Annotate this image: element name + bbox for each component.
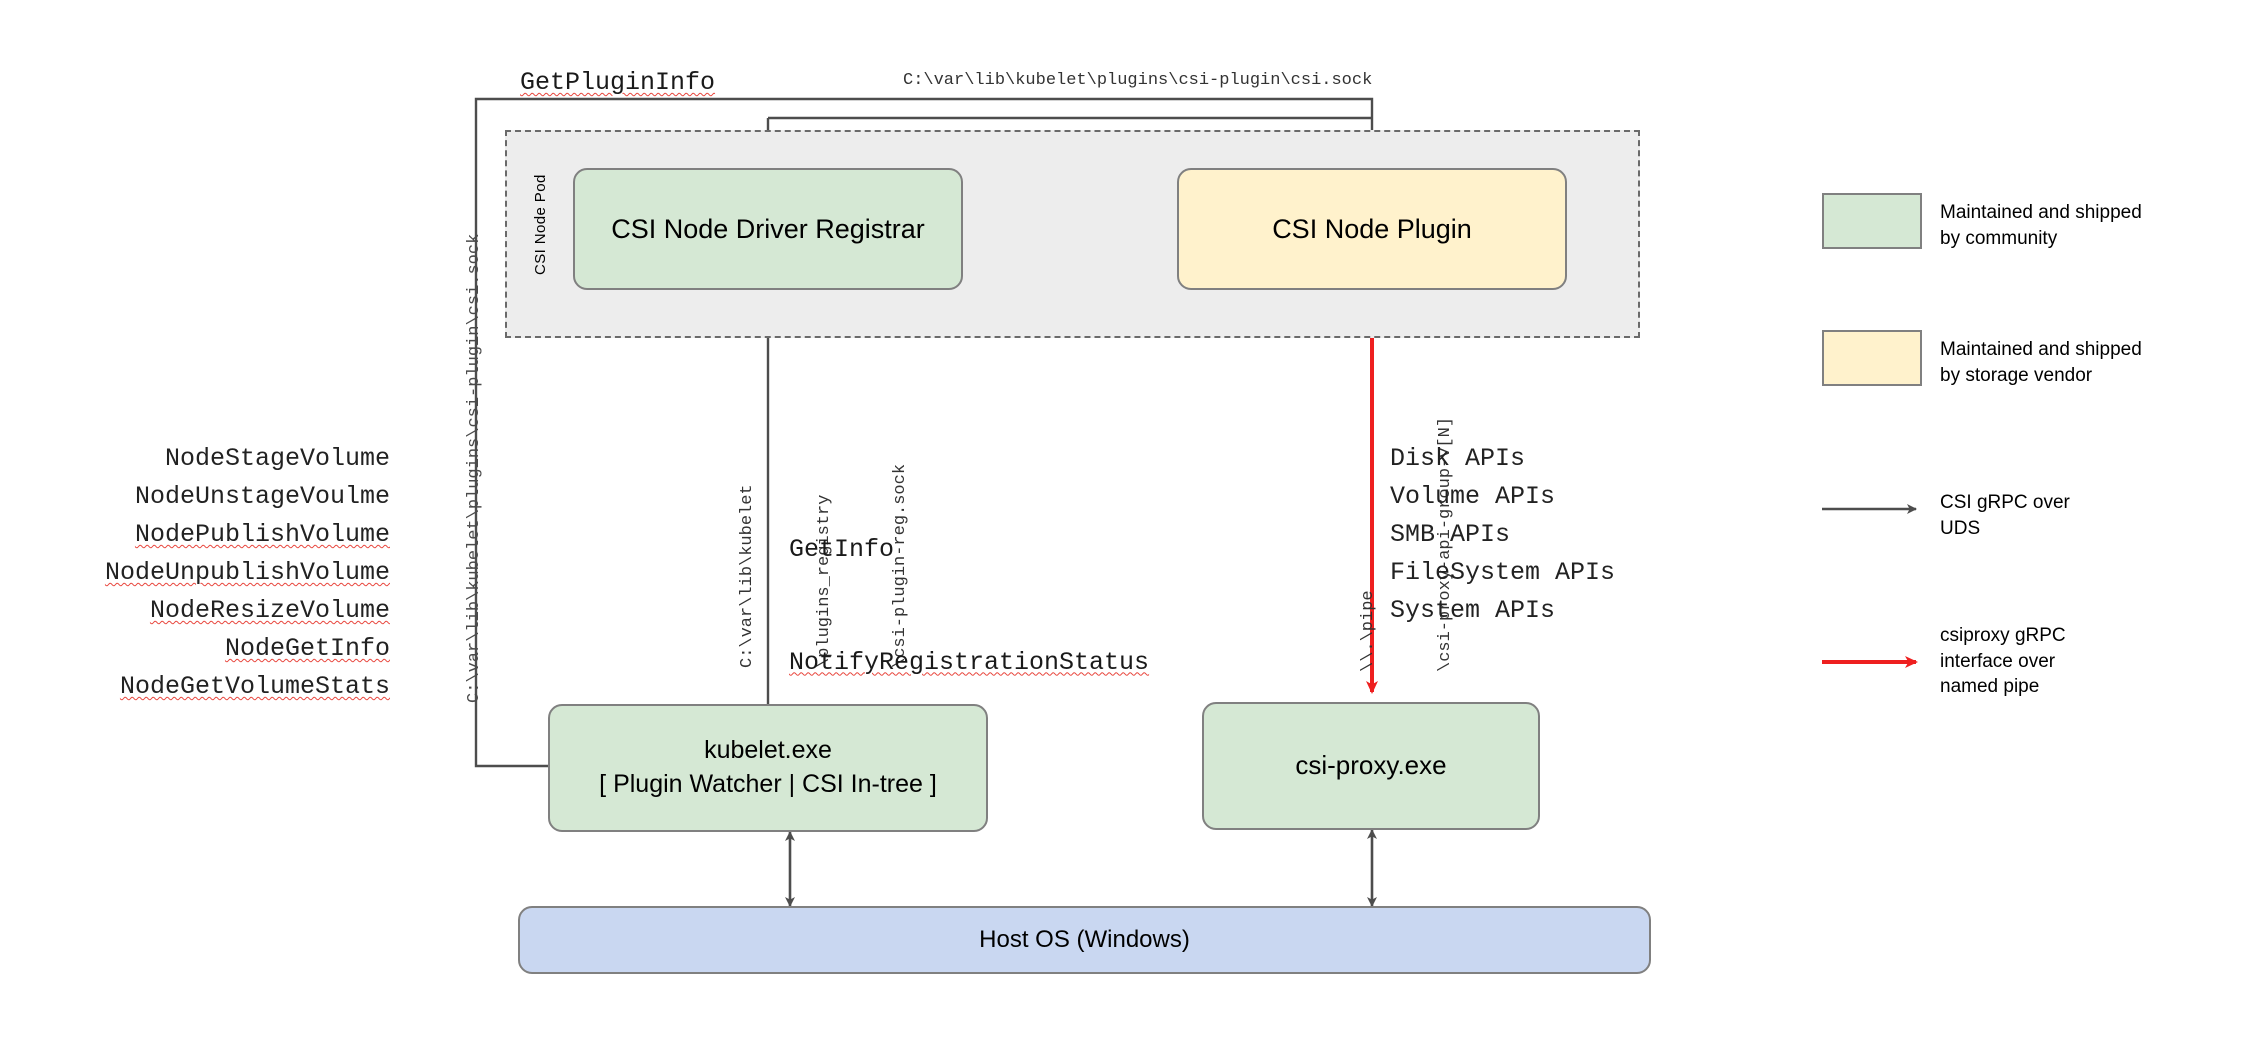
legend-label-storage-vendor-line2: by storage vendor bbox=[1940, 364, 2093, 386]
csi-node-api-item: NodeUnstageVoulme bbox=[134, 482, 390, 511]
legend-swatch-community bbox=[1822, 193, 1922, 249]
vlabel-named-pipe-line1: \\.\pipe bbox=[1359, 590, 1378, 672]
node-kubelet-exe-line2: [ Plugin Watcher | CSI In-tree ] bbox=[599, 770, 937, 798]
node-csi-node-plugin[interactable]: CSI Node Plugin bbox=[1177, 168, 1567, 290]
csi-node-api-item: NodeResizeVolume bbox=[149, 596, 390, 625]
node-csi-node-driver-registrar-label: CSI Node Driver Registrar bbox=[611, 213, 925, 244]
callout-registration-calls: GetInfo NotifyRegistrationStatus bbox=[789, 456, 1149, 756]
legend-label-csiproxy-named-pipe-line1: csiproxy gRPC bbox=[1940, 625, 2066, 646]
legend-label-csiproxy-named-pipe-line2: interface over bbox=[1940, 650, 2056, 672]
legend-label-csiproxy-named-pipe-line3: named pipe bbox=[1940, 676, 2040, 698]
legend-label-csi-grpc-uds-line1: CSI gRPC over bbox=[1940, 492, 2070, 513]
legend-label-csi-grpc-uds: CSI gRPC over UDS bbox=[1940, 490, 2070, 541]
legend-label-csi-grpc-uds-line2: UDS bbox=[1940, 517, 1981, 539]
csi-proxy-api-item: FileSystem APIs bbox=[1390, 558, 1616, 587]
callout-getplugininfo: GetPluginInfo bbox=[520, 68, 716, 97]
node-csi-proxy-exe-label: csi-proxy.exe bbox=[1295, 750, 1447, 781]
legend-label-storage-vendor: Maintained and shipped by storage vendor bbox=[1940, 337, 2142, 388]
legend-label-storage-vendor-line1: Maintained and shipped bbox=[1940, 339, 2142, 360]
csi-proxy-api-item: System APIs bbox=[1390, 596, 1556, 625]
callout-csi-sock-path: C:\var\lib\kubelet\plugins\csi-plugin\cs… bbox=[903, 71, 1373, 90]
legend-label-community-line1: Maintained and shipped bbox=[1940, 202, 2142, 223]
legend-label-community-line2: by community bbox=[1940, 227, 2058, 249]
node-csi-proxy-exe[interactable]: csi-proxy.exe bbox=[1202, 702, 1540, 830]
callout-notifyregistrationstatus: NotifyRegistrationStatus bbox=[789, 647, 1150, 677]
csi-proxy-api-item: SMB APIs bbox=[1390, 520, 1511, 549]
legend-swatch-storage-vendor bbox=[1822, 330, 1922, 386]
node-host-os-label: Host OS (Windows) bbox=[979, 925, 1190, 953]
callout-getinfo: GetInfo bbox=[789, 535, 895, 564]
csi-proxy-api-item: Volume APIs bbox=[1390, 482, 1556, 511]
csi-node-pod-label: CSI Node Pod bbox=[532, 174, 549, 275]
csi-node-api-item: NodePublishVolume bbox=[134, 520, 390, 549]
node-csi-node-driver-registrar[interactable]: CSI Node Driver Registrar bbox=[573, 168, 963, 290]
legend-label-community: Maintained and shipped by community bbox=[1940, 200, 2142, 251]
csi-proxy-api-item: Disk APIs bbox=[1390, 444, 1526, 473]
node-kubelet-exe[interactable]: kubelet.exe [ Plugin Watcher | CSI In-tr… bbox=[548, 704, 988, 832]
csi-node-api-item: NodeStageVolume bbox=[164, 444, 390, 473]
node-kubelet-exe-line1: kubelet.exe bbox=[704, 736, 832, 765]
vlabel-registry-socket-line1: C:\var\lib\kubelet bbox=[738, 484, 757, 668]
csi-node-api-item: NodeGetInfo bbox=[224, 634, 390, 663]
csi-node-api-item: NodeGetVolumeStats bbox=[119, 672, 390, 701]
vlabel-left-socket-path: C:\var\lib\kubelet\plugins\csi-plugin\cs… bbox=[465, 233, 484, 703]
node-csi-node-plugin-label: CSI Node Plugin bbox=[1272, 213, 1472, 244]
node-host-os[interactable]: Host OS (Windows) bbox=[518, 906, 1651, 974]
csi-node-api-item: NodeUnpublishVolume bbox=[104, 558, 390, 587]
legend-label-csiproxy-named-pipe: csiproxy gRPC interface over named pipe bbox=[1940, 623, 2066, 700]
